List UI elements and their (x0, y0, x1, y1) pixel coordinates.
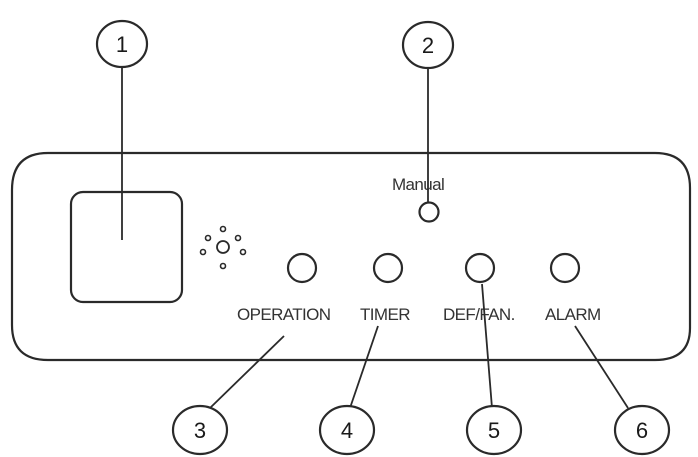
leader-line-4 (349, 325, 379, 409)
callout-2: 2 (401, 20, 455, 70)
display-window (69, 190, 184, 304)
receiver-dot (219, 262, 227, 270)
callout-number: 5 (488, 418, 500, 443)
timer-label: TIMER (360, 305, 410, 324)
receiver-dot (234, 234, 242, 242)
callout-number: 3 (194, 418, 206, 443)
callout-number: 1 (116, 32, 128, 57)
operation-label: OPERATION (237, 305, 330, 324)
callout-5: 5 (465, 404, 523, 456)
alarm-indicator-lamp (549, 252, 581, 284)
receiver-center-dot (216, 240, 230, 254)
operation-indicator-lamp (286, 252, 318, 284)
callout-4: 4 (318, 404, 376, 456)
callout-6: 6 (613, 404, 671, 456)
manual-button[interactable] (418, 201, 440, 223)
receiver-dot (239, 248, 247, 256)
receiver-sensor (199, 225, 247, 270)
def-fan-indicator-lamp (464, 252, 496, 284)
callout-number: 4 (341, 418, 353, 443)
alarm-label: ALARM (545, 305, 601, 324)
callout-number: 6 (636, 418, 648, 443)
receiver-dot (204, 234, 212, 242)
callout-number: 2 (422, 33, 434, 58)
def-fan-label: DEF/FAN. (443, 305, 515, 324)
leader-line-6 (574, 325, 629, 409)
callout-3: 3 (171, 404, 229, 456)
receiver-dot (219, 225, 227, 233)
callout-1: 1 (95, 19, 149, 69)
leader-line-3 (209, 335, 285, 409)
control-panel-outline (10, 151, 692, 362)
manual-label: Manual (392, 175, 444, 194)
timer-indicator-lamp (372, 252, 404, 284)
leader-line-5 (481, 283, 493, 409)
receiver-dot (199, 248, 207, 256)
